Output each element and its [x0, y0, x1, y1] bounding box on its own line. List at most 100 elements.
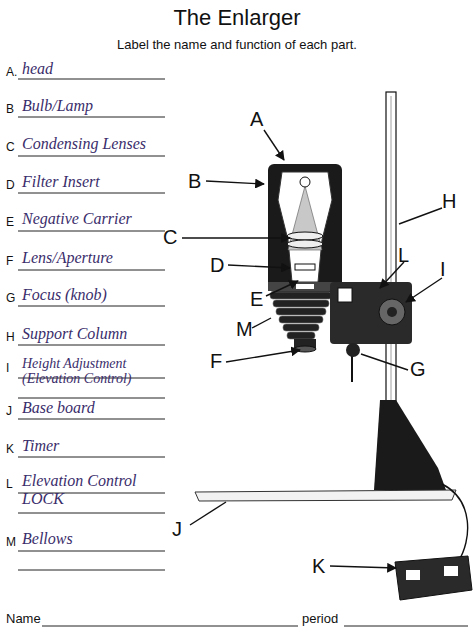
carriage: [330, 282, 412, 344]
period-field: period: [302, 612, 346, 626]
callout-letter: F: [210, 350, 234, 372]
bellows-fold: [270, 292, 332, 299]
bellows: [270, 292, 332, 339]
worksheet-title: The Enlarger: [0, 6, 474, 30]
answer-letter: C: [6, 141, 22, 154]
timer-button: [406, 570, 420, 580]
callout-letter: E: [250, 288, 274, 310]
focus-knob: [346, 343, 360, 357]
timer-button: [444, 566, 458, 576]
answer-line: [18, 79, 165, 80]
handwritten-answer: Support Column: [22, 325, 177, 343]
name-line: [42, 626, 298, 627]
knob-hub: [387, 307, 397, 317]
handwritten-answer: Condensing Lenses: [22, 135, 177, 153]
handwritten-answer: Elevation Control LOCK: [22, 472, 177, 507]
answer-letter: L: [6, 478, 22, 491]
condensing-lens: [287, 232, 323, 240]
answer-line: [18, 457, 165, 458]
callout-letter: H: [442, 190, 466, 212]
leader-arrow: [182, 237, 290, 238]
leader-line: [190, 502, 226, 525]
leader-arrow: [406, 278, 442, 302]
answer-letter: I: [6, 362, 22, 375]
callout-letter: L: [398, 244, 422, 266]
bellows-fold: [273, 300, 329, 307]
answer-letter: K: [6, 443, 22, 456]
bellows-fold: [276, 308, 326, 315]
negative-frame: [296, 284, 314, 289]
answer-line: [18, 156, 165, 157]
answer-line: [18, 117, 165, 118]
callout-letter: D: [210, 254, 234, 276]
answer-letter: E: [6, 216, 22, 229]
answer-line: [18, 193, 165, 194]
callout-letter: M: [236, 318, 260, 340]
callout-letter: G: [410, 358, 434, 380]
answer-letter: J: [6, 405, 22, 418]
callout-letter: K: [312, 555, 336, 577]
answer-letter: F: [6, 255, 22, 268]
answer-line: [18, 513, 165, 514]
leader-line: [252, 318, 271, 328]
leader-arrow: [264, 130, 284, 160]
handwritten-answer: Negative Carrier: [22, 210, 177, 228]
leader-line: [361, 354, 408, 370]
answer-line: [18, 551, 165, 552]
handwritten-answer: Focus (knob): [22, 286, 177, 304]
answer-letter: M: [6, 536, 22, 549]
name-field: Name: [6, 612, 46, 626]
leader-arrow: [226, 350, 300, 362]
power-cord: [442, 484, 468, 562]
leader-arrow: [330, 566, 396, 568]
answer-line: [18, 345, 165, 346]
answer-line: [18, 306, 165, 307]
lock-lever: [338, 288, 352, 302]
handwritten-answer: head: [22, 60, 177, 78]
callout-letter: I: [440, 258, 464, 280]
light-cone: [288, 186, 322, 250]
elevation-knob: [379, 299, 405, 325]
callout-letter: B: [188, 170, 212, 192]
handwritten-answer: Bellows: [22, 530, 177, 548]
column-foot: [374, 400, 446, 490]
column-shading: [391, 96, 392, 400]
condensing-lens: [287, 240, 323, 248]
answer-letter: A.: [6, 66, 22, 79]
leader-lines: [182, 130, 442, 568]
answer-line: [18, 419, 165, 420]
bellows-fold: [279, 316, 323, 323]
answer-letter: H: [6, 331, 22, 344]
answer-letter: G: [6, 292, 22, 305]
enlarger-head: [268, 164, 342, 292]
handwritten-answer: Filter Insert: [22, 173, 177, 191]
bellows-fold: [287, 332, 315, 339]
handwritten-answer: Lens/Aperture: [22, 249, 177, 267]
filter-slot: [295, 264, 315, 270]
leader-arrow: [228, 265, 290, 268]
leader-arrow: [206, 181, 264, 184]
handwritten-answer: Base board: [22, 399, 177, 417]
leader-arrow: [266, 281, 298, 296]
leader-line: [399, 208, 442, 224]
answer-line: [18, 270, 165, 271]
handwritten-answer: Timer: [22, 437, 177, 455]
answer-letter: B: [6, 103, 22, 116]
answer-letter: D: [6, 179, 22, 192]
answer-line: [18, 231, 165, 232]
lamp-housing: [278, 172, 332, 282]
callout-letter: J: [172, 518, 196, 540]
base-board: [195, 490, 456, 501]
period-line: [344, 626, 468, 627]
instructions: Label the name and function of each part…: [0, 38, 474, 52]
answer-line: [18, 398, 165, 399]
bulb: [300, 177, 310, 187]
answer-line: [18, 570, 165, 571]
bellows-fold: [283, 324, 319, 331]
handwritten-answer: Height Adjustment (Elevation Control): [22, 356, 162, 387]
callout-letter: A: [250, 108, 274, 130]
callout-letter: C: [163, 226, 187, 248]
timer-box: [395, 556, 472, 600]
handwritten-answer: Bulb/Lamp: [22, 97, 177, 115]
